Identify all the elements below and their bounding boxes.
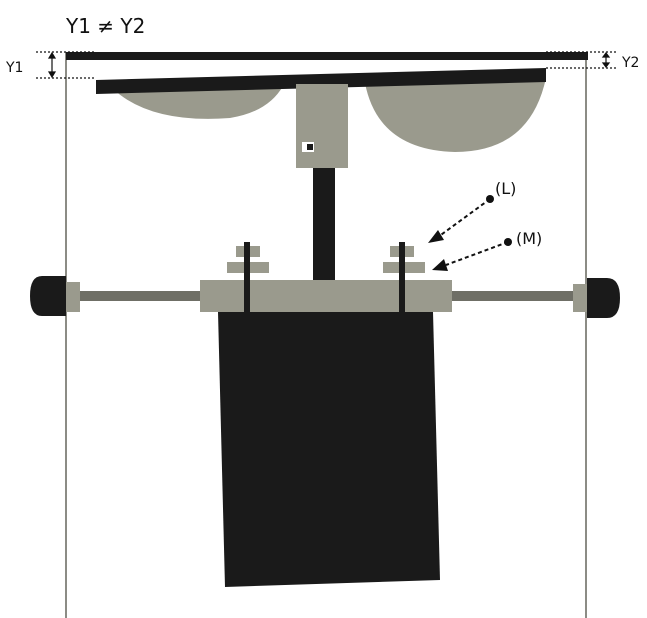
l-label: (L) xyxy=(495,179,516,198)
m-label: (M) xyxy=(516,229,542,248)
center-bracket xyxy=(296,84,348,168)
title-text: Y1 ≠ Y2 xyxy=(65,14,145,38)
hanging-box xyxy=(218,312,440,587)
right-collar xyxy=(573,284,587,312)
reference-bar xyxy=(66,52,588,60)
right-end-knob xyxy=(587,278,620,318)
left-end-knob xyxy=(30,276,66,316)
left-rod xyxy=(78,291,202,301)
m-pointer-arrow-icon xyxy=(432,238,512,271)
left-dome xyxy=(112,86,283,119)
y2-arrow-icon xyxy=(601,52,611,68)
y1-dimension xyxy=(36,51,94,79)
vertical-stem xyxy=(313,168,335,282)
right-dome xyxy=(365,78,546,152)
bracket-notch-dot xyxy=(307,144,313,150)
tilted-bar xyxy=(96,68,546,94)
left-collar xyxy=(66,282,80,312)
y1-arrow-icon xyxy=(47,51,57,79)
left-bolt xyxy=(244,242,250,314)
right-rod xyxy=(450,291,575,301)
l-pointer-arrow-icon xyxy=(428,195,494,243)
y2-label: Y2 xyxy=(621,55,639,71)
clamp-block xyxy=(200,280,452,312)
right-bolt xyxy=(399,242,405,312)
y1-label: Y1 xyxy=(5,60,23,76)
